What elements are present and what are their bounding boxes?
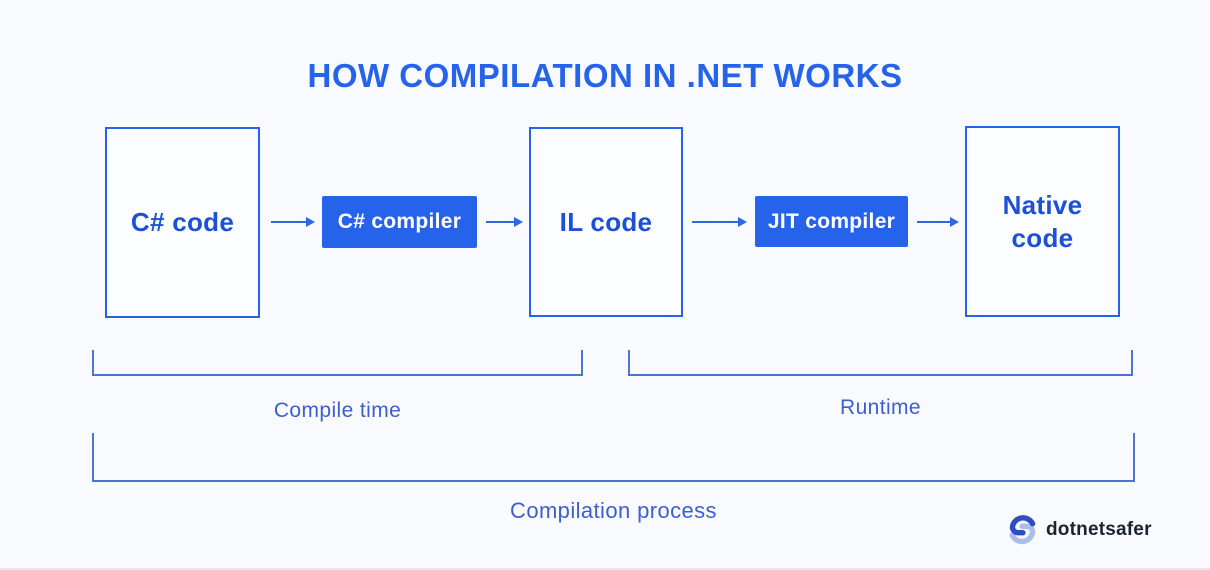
compile-time-bracket [92, 350, 583, 376]
runtime-bracket [628, 350, 1133, 376]
compilation-process-label: Compilation process [510, 498, 717, 523]
node-il-code-label: IL code [559, 206, 653, 237]
node-il-code: IL code [529, 127, 683, 317]
dotnetsafer-s-icon [1009, 515, 1036, 545]
compile-time-label: Compile time [273, 399, 402, 422]
dotnetsafer-logo: dotnetsafer [1006, 513, 1152, 546]
runtime-label: Runtime [840, 396, 921, 419]
node-csharp-compiler: C# compiler [322, 196, 477, 248]
node-csharp-compiler-label: C# compiler [337, 210, 462, 233]
flow-arrow-right-icon [486, 217, 523, 227]
node-csharp-code-label: C# code [130, 207, 235, 238]
node-jit-compiler: JIT compiler [755, 196, 908, 247]
node-native-code: Native code [965, 126, 1120, 317]
flow-arrow-right-icon [271, 217, 315, 227]
dotnetsafer-logo-text: dotnetsafer [1046, 518, 1152, 540]
node-jit-compiler-label: JIT compiler [767, 209, 896, 233]
compilation-process-bracket [92, 433, 1135, 482]
flow-arrow-right-icon [692, 217, 747, 227]
page-title: HOW COMPILATION IN .NET WORKS [307, 57, 903, 94]
node-csharp-code: C# code [105, 127, 260, 318]
node-native-code-label: Native code [1002, 190, 1083, 253]
flow-arrow-right-icon [917, 217, 959, 227]
